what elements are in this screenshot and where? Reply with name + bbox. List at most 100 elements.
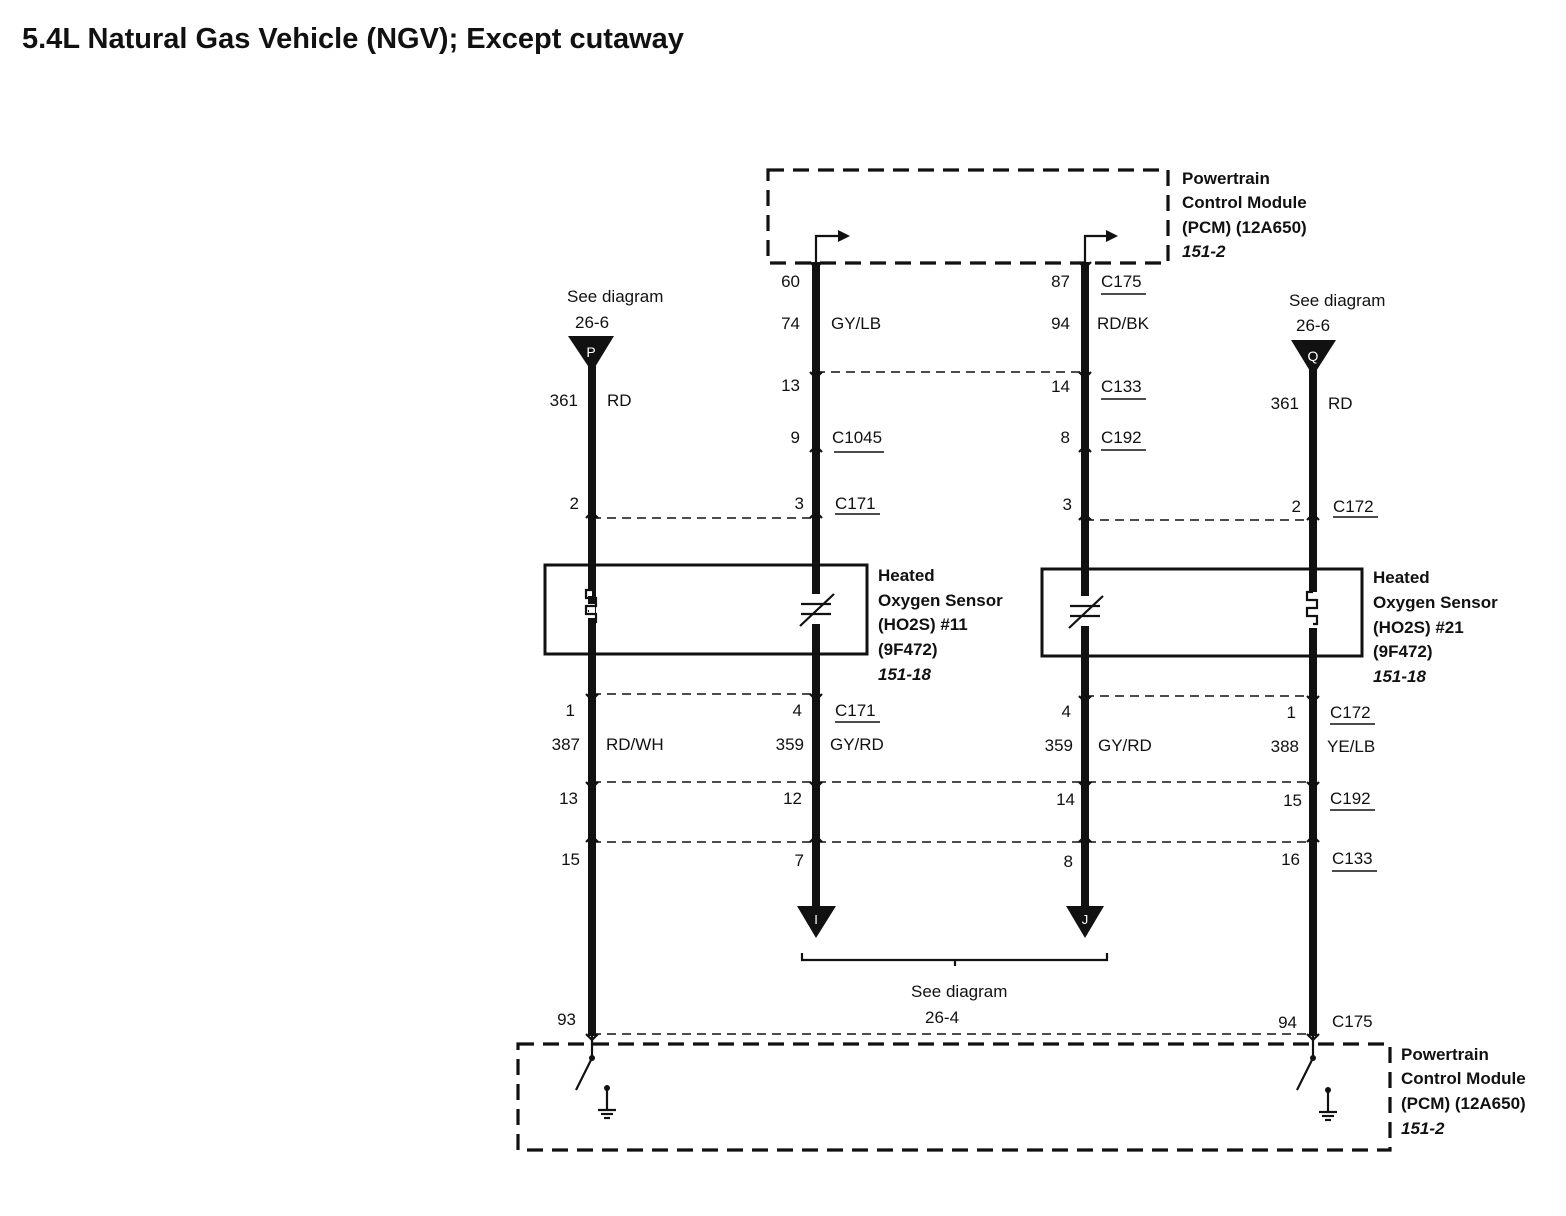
c192-bottom-label: C192 [1330,789,1371,808]
w3-color: RD/BK [1097,314,1150,333]
w2-pin-c171: 3 [795,494,804,513]
pin-marker [1306,512,1320,521]
ref-j-letter: J [1082,912,1089,927]
pcm-bottom-ref: 151-2 [1401,1119,1445,1138]
w2-color: GY/LB [831,314,881,333]
variable-resistor-icon-arrow [799,593,835,627]
ref-p-page: 26-6 [575,313,609,332]
w4-pin-c172: 2 [1292,497,1301,516]
pcm-top: Powertrain Control Module (PCM) (12A650)… [766,168,1307,265]
pcm-top-lead-left [814,234,840,262]
sensor-21-label-3: (HO2S) #21 [1373,618,1464,637]
pcm-top-label-3: (PCM) (12A650) [1182,218,1307,237]
w1-color-low: RD/WH [606,735,664,754]
c175-bottom-label: C175 [1332,1012,1373,1031]
w3-pin-c192: 8 [1061,428,1070,447]
pin-marker [1306,695,1320,704]
ref-bottom-see: See diagram [911,982,1007,1001]
w4-pin-c192: 15 [1283,791,1302,810]
pin-marker [1306,834,1320,843]
w1-color: RD [607,391,632,410]
c172-top-label: C172 [1333,497,1374,516]
ref-j-flag [1066,906,1104,938]
w3-pin-c172: 3 [1063,495,1072,514]
pcm-bottom-label-3: (PCM) (12A650) [1401,1094,1526,1113]
sensor-21-gap [1069,596,1101,626]
w2-pin-c192: 12 [783,789,802,808]
heater-element-icon [1305,590,1319,626]
pin-marker [1078,444,1092,453]
variable-resistor-icon-arrow [1068,595,1104,629]
pin-marker [1306,781,1320,790]
pcm-bottom-label-1: Powertrain [1401,1045,1489,1064]
sensor-11-ref: 151-18 [878,665,931,684]
w3-pin-c192-low: 14 [1056,790,1075,809]
w4-circuit-low: 388 [1271,737,1299,756]
sensor-11-label-3: (HO2S) #11 [878,615,968,634]
pcm-top-lead-right [1083,234,1108,262]
ref-i-flag [797,906,836,938]
pin-marker [585,510,599,519]
pcm-bottom-outline [516,1042,1392,1152]
c1045-label: C1045 [832,428,882,447]
w2-circuit-low: 359 [776,735,804,754]
c175-top-label: C175 [1101,272,1142,291]
c172-bottom-label: C172 [1330,703,1371,722]
w1-pin-c175: 93 [557,1010,576,1029]
pcm-bottom: Powertrain Control Module (PCM) (12A650)… [516,1036,1526,1152]
sensor-ho2s-21: Heated Oxygen Sensor (HO2S) #21 (9F472) … [1040,567,1498,686]
w4-color: RD [1328,394,1353,413]
pcm-top-arrow-right [1106,230,1118,242]
ref-q-letter: Q [1308,348,1319,364]
c133-bottom-label: C133 [1332,849,1373,868]
w3-pin-c133-low: 8 [1064,852,1073,871]
w4-color-low: YE/LB [1327,737,1375,756]
w1-pin-c171-low: 1 [566,701,575,720]
w1-circuit-low: 387 [552,735,580,754]
pcm-top-label-2: Control Module [1182,193,1307,212]
w2-pin-c1045: 9 [791,428,800,447]
w4-pin-c175: 94 [1278,1013,1297,1032]
pin-marker [585,693,599,702]
ref-bottom-page: 26-4 [925,1008,959,1027]
pin-marker [1078,695,1092,704]
ground-icon [1319,1110,1337,1122]
w2-pin-c133-low: 7 [795,851,804,870]
ref-q-see: See diagram [1289,291,1385,310]
heater-element-icon [584,588,598,624]
w1-pin-c192: 13 [559,789,578,808]
ref-p-letter: P [586,344,595,360]
ref-q-flag [1291,340,1336,376]
c171-bottom-label: C171 [835,701,876,720]
sensor-ho2s-11: Heated Oxygen Sensor (HO2S) #11 (9F472) … [543,563,1003,684]
sensor-11-label-2: Oxygen Sensor [878,591,1003,610]
pin-marker [1078,261,1092,270]
sensor-11-label-1: Heated [878,566,935,585]
ref-p-see: See diagram [567,287,663,306]
ref-p: See diagram 26-6 P [567,287,663,372]
sensor-11-label-4: (9F472) [878,640,938,659]
c133-top-label: C133 [1101,377,1142,396]
pin-marker [809,781,823,790]
sensor-21-label-4: (9F472) [1373,642,1433,661]
ground-icon [598,1108,616,1120]
w1-pin-c171: 2 [570,494,579,513]
w3-pin-c175: 87 [1051,272,1070,291]
pin-marker [1078,781,1092,790]
w2-pin-c175: 60 [781,272,800,291]
sensor-21-ref: 151-18 [1373,667,1426,686]
w1-circuit: 361 [550,391,578,410]
pin-markers [585,261,1320,1042]
ref-q: See diagram 26-6 Q [1289,291,1385,376]
switch-blade [1296,1057,1314,1091]
w3-circuit: 94 [1051,314,1070,333]
c192-top-label: C192 [1101,428,1142,447]
pin-marker [1078,512,1092,521]
pin-marker [809,444,823,453]
pin-marker [1078,371,1092,380]
page-title: 5.4L Natural Gas Vehicle (NGV); Except c… [22,23,684,55]
pin-marker [809,510,823,519]
w3-pin-c133: 14 [1051,377,1070,396]
switch-blade [575,1057,593,1091]
